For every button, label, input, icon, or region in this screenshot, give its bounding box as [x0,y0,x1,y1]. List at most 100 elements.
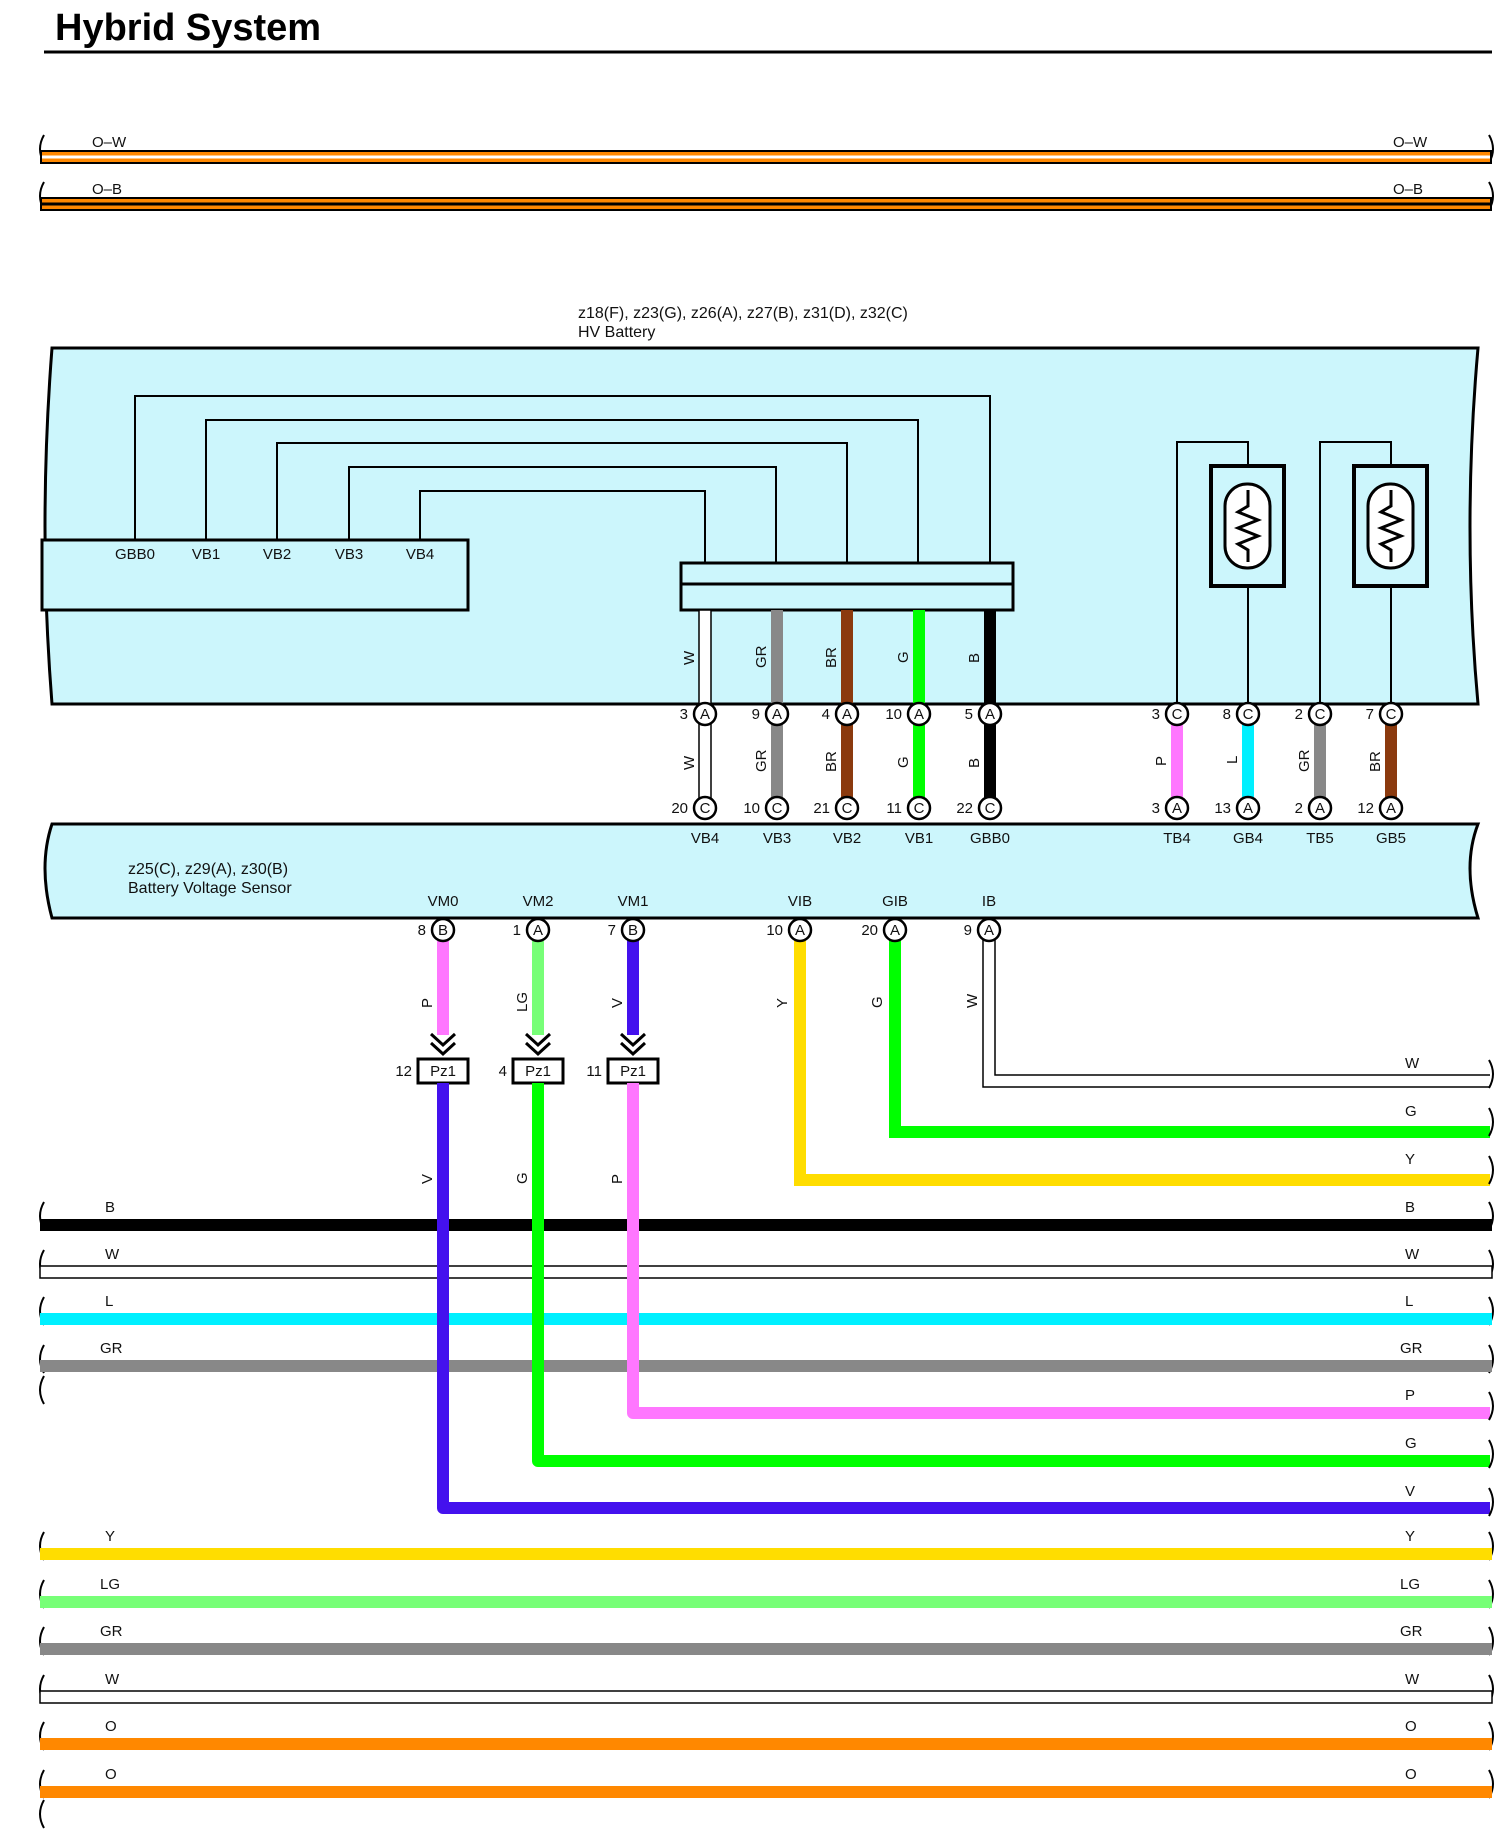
sensor-pin-name: GIB [882,893,908,910]
wire-label: B [966,653,983,663]
sensor-pin: C21 [813,795,860,821]
wire-label: GR [1400,1340,1423,1357]
splice-arrow-icon [524,1032,552,1057]
hv-battery: z18(F), z23(G), z26(A), z27(B), z31(D), … [40,305,1480,715]
sensor-pin: C22 [956,795,1003,821]
svg-text:A: A [914,706,924,723]
inter-component-wires [698,713,1397,809]
battery-connector-bar [679,561,1015,612]
sensor-pin: A10 [766,917,813,943]
wire-label: P [609,1174,626,1184]
temperature-sensor-1 [1209,464,1286,588]
svg-text:12: 12 [395,1063,412,1080]
svg-text:12: 12 [1357,800,1374,817]
sensor-bottom-pin-row: B8 A1 B7 A10 A20 A9 [418,917,1002,943]
svg-text:20: 20 [861,922,878,939]
sensor-pin: B8 [418,917,456,943]
bus-wire-w [39,1690,1493,1704]
splice-arrow-icon [619,1032,647,1057]
wire-label: GR [1400,1623,1423,1640]
wire-o-w-stripe [42,155,1490,159]
svg-text:5: 5 [965,706,973,723]
svg-text:8: 8 [1223,706,1231,723]
bus-wire-o [40,1786,1492,1798]
battery-pin: C2 [1295,701,1333,727]
svg-text:8: 8 [418,922,426,939]
svg-text:C: C [1172,706,1183,723]
svg-text:2: 2 [1295,800,1303,817]
sensor-pin-name: VM2 [523,893,554,910]
splice-arrow-icon [429,1032,457,1057]
svg-text:C: C [985,800,996,817]
sensor-pin: A2 [1295,795,1333,821]
sensor-top-pin-row: C20 C10 C21 C11 C22 A3 A13 A2 A12 [671,795,1404,821]
svg-text:C: C [1386,706,1397,723]
svg-text:A: A [1172,800,1182,817]
wire-label: O [1405,1718,1417,1735]
wire-label: B [966,758,983,768]
svg-text:4: 4 [822,706,830,723]
wire-label: B [105,1199,115,1216]
svg-text:20: 20 [671,800,688,817]
bus-wire-y [40,1548,1492,1560]
battery-pin: A5 [965,701,1003,727]
sensor-pin-name: IB [982,893,996,910]
battery-pin: C3 [1152,701,1190,727]
svg-text:A: A [985,706,995,723]
sensor-pin: A1 [513,917,551,943]
wire-label: V [1405,1483,1415,1500]
wire-label: O–B [92,181,122,198]
wire-label: P [1405,1387,1415,1404]
sensor-codes: z25(C), z29(A), z30(B) [128,861,288,878]
battery-pin: A9 [752,701,790,727]
wire-label: BR [823,647,840,668]
wire-label: BR [823,751,840,772]
wire-label: G [1405,1103,1417,1120]
svg-text:A: A [533,922,543,939]
internal-connections [134,395,991,566]
wire-label: W [1405,1246,1420,1263]
wire-label: G [1405,1435,1417,1452]
temperature-sensor-2 [1352,464,1429,588]
wire-label: O [1405,1766,1417,1783]
svg-text:A: A [1386,800,1396,817]
bus-wire-gr [40,1360,1492,1372]
svg-text:A: A [1243,800,1253,817]
wire-label: W [1405,1671,1420,1688]
wire-label: O [105,1718,117,1735]
routed-wire-right-breaks [1488,1059,1494,1517]
splice-pz1: Pz1 11 [586,1057,660,1085]
internal-label-vb1: VB1 [192,546,220,563]
routed-right-labels: W G Y P G V [1405,1055,1420,1500]
svg-text:3: 3 [680,706,688,723]
bus-wire-w [39,1265,1493,1279]
bus-group-1: B W L GR B W L GR [39,1199,1494,1405]
sensor-pin: A3 [1152,795,1190,821]
wire-label: L [105,1293,113,1310]
svg-text:C: C [842,800,853,817]
svg-text:9: 9 [752,706,760,723]
svg-text:A: A [984,922,994,939]
wire-label: Y [774,998,791,1008]
sensor-pin-name: TB5 [1306,830,1334,847]
sensor-name: Battery Voltage Sensor [128,880,292,897]
svg-text:4: 4 [499,1063,507,1080]
sensor-output-wires [437,930,1490,1186]
wire-label: Y [1405,1528,1415,1545]
internal-label-gbb0: GBB0 [115,546,155,563]
sensor-pin: A20 [861,917,908,943]
sensor-pin-name: VM0 [428,893,459,910]
battery-internal-wire-labels: W GR BR G B [681,645,983,668]
top-wire-group: O–W O–B O–W O–B [39,134,1494,211]
sensor-pin-name: GB5 [1376,830,1406,847]
internal-label-vb4: VB4 [406,546,434,563]
svg-text:C: C [1315,706,1326,723]
wire-label: O–B [1393,181,1423,198]
splice-connectors: Pz1 12 Pz1 4 Pz1 11 [395,1032,660,1085]
wire-o-b-stripe [42,202,1490,206]
battery-pin-row: A3 A9 A4 A10 A5 C3 C8 C2 C7 [680,701,1404,727]
sensor-pin-name: VB3 [763,830,791,847]
wire-label: G [869,996,886,1008]
svg-text:C: C [700,800,711,817]
bus-wire-l [40,1313,1492,1325]
